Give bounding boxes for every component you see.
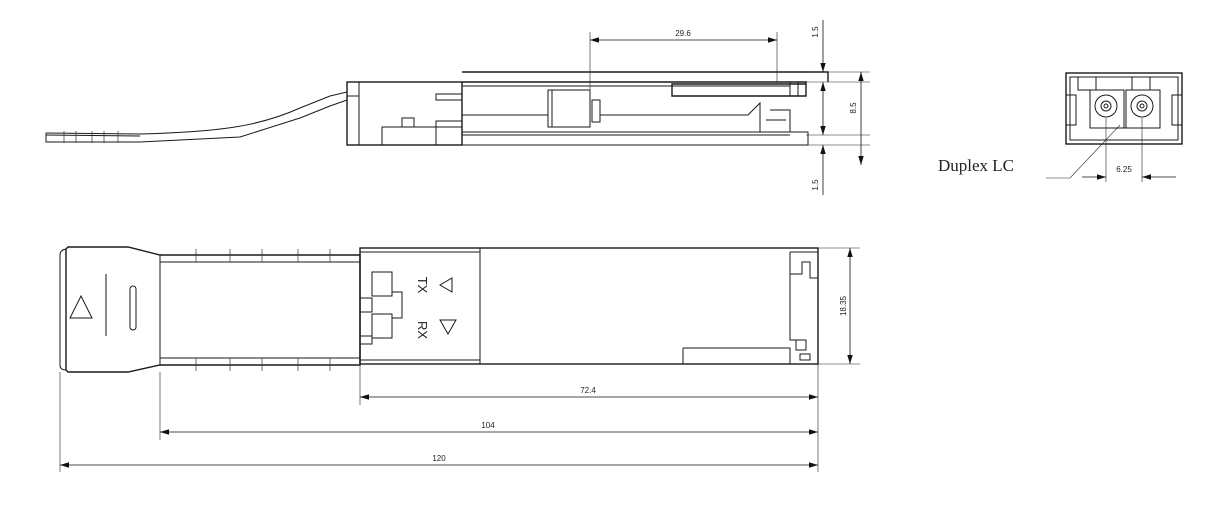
dim-length-without-tab: 104 [481,421,495,430]
rx-direction-icon [439,319,457,336]
pull-tab-side [45,91,348,143]
dim-overall-length: 120 [432,454,446,463]
lc-port-right-icon [1130,94,1154,118]
dim-body-length: 72.4 [580,386,596,395]
push-triangle-icon [69,294,93,319]
side-view: 29.6 1.5 8.5 1.5 [45,20,870,195]
plan-view: TX RX [59,246,819,373]
rx-label: RX [415,321,430,339]
pull-tab-plan [65,246,361,373]
dim-module-width: 18.35 [839,295,848,316]
cage-plan [359,247,819,365]
housing-side [346,71,829,146]
end-view: 6.25 Duplex LC [938,72,1183,182]
lc-port-left-icon [1094,94,1118,118]
dim-top-offset-lower: 1.5 [811,179,820,191]
dim-top-offset-upper: 1.5 [811,26,820,38]
plan-view-dimensions: 18.35 72.4 104 120 [59,247,860,472]
tx-direction-icon [439,277,453,293]
duplex-lc-label: Duplex LC [938,156,1014,175]
dim-top-body-height: 8.5 [849,102,858,114]
dim-lc-pitch: 6.25 [1116,165,1132,174]
dim-top-insert-length: 29.6 [675,29,691,38]
tx-label: TX [415,277,430,294]
side-view-dimensions: 29.6 1.5 8.5 1.5 [589,20,870,195]
